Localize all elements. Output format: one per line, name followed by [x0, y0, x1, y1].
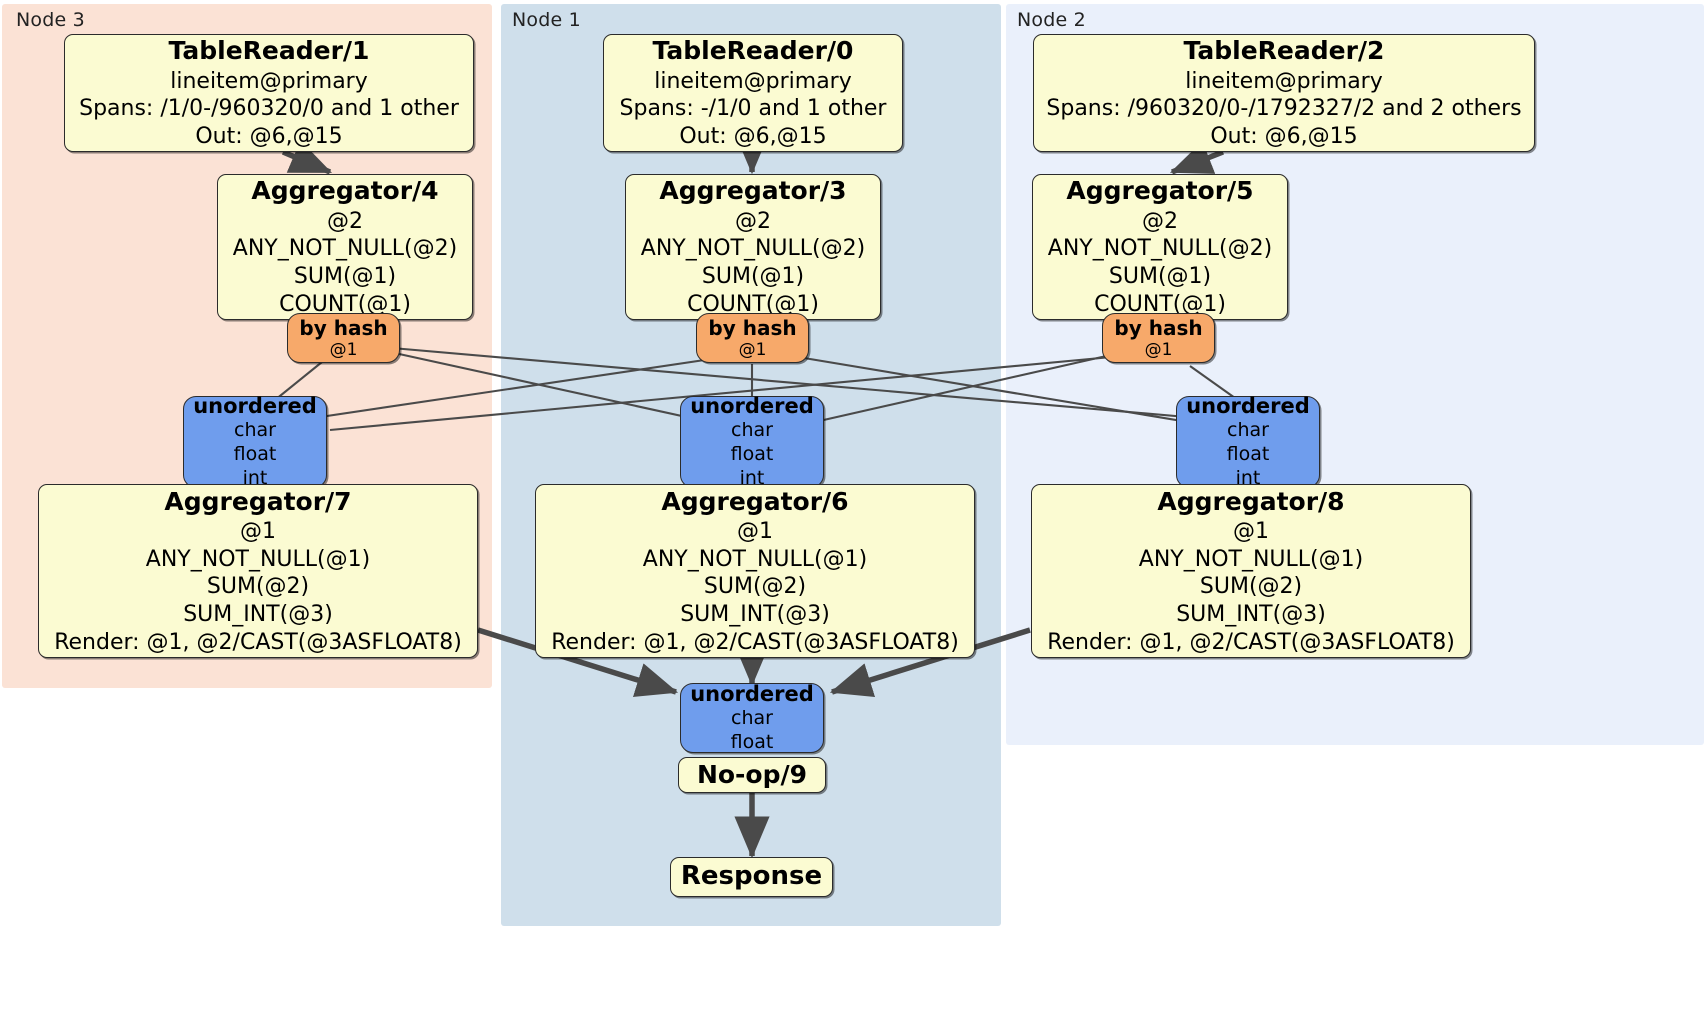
processor-line: SUM(@2): [206, 574, 310, 600]
processor-line: ANY_NOT_NULL(@2): [1047, 236, 1273, 262]
processor-tablereader-2[interactable]: TableReader/2 lineitem@primary Spans: /9…: [1033, 34, 1535, 152]
processor-line: SUM(@1): [293, 264, 397, 290]
processor-aggregator-4[interactable]: Aggregator/4 @2 ANY_NOT_NULL(@2) SUM(@1)…: [217, 174, 473, 320]
processor-line: SUM_INT(@3): [1176, 601, 1326, 627]
processor-line: COUNT(@1): [279, 291, 411, 317]
processor-line: SUM(@1): [701, 264, 805, 290]
router-title: by hash: [299, 315, 388, 340]
processor-line: Render: @1, @2/CAST(@3ASFLOAT8): [54, 629, 462, 655]
stream-line: int: [1235, 466, 1261, 489]
processor-aggregator-8[interactable]: Aggregator/8 @1 ANY_NOT_NULL(@1) SUM(@2)…: [1031, 484, 1471, 658]
processor-aggregator-6[interactable]: Aggregator/6 @1 ANY_NOT_NULL(@1) SUM(@2)…: [535, 484, 975, 658]
stream-line: char: [731, 707, 773, 730]
stream-unordered-right[interactable]: unordered char float int: [1176, 393, 1320, 489]
stream-line: char: [234, 419, 276, 442]
processor-line: SUM_INT(@3): [680, 601, 830, 627]
processor-tablereader-0[interactable]: TableReader/0 lineitem@primary Spans: -/…: [603, 34, 903, 152]
processor-aggregator-3[interactable]: Aggregator/3 @2 ANY_NOT_NULL(@2) SUM(@1)…: [625, 174, 881, 320]
processor-title: Aggregator/3: [659, 176, 847, 206]
processor-line: @1: [737, 518, 773, 544]
processor-line: lineitem@primary: [654, 68, 852, 94]
processor-title: TableReader/0: [652, 36, 854, 66]
processor-line: SUM(@2): [703, 574, 807, 600]
stream-line: float: [233, 443, 277, 466]
processor-aggregator-5[interactable]: Aggregator/5 @2 ANY_NOT_NULL(@2) SUM(@1)…: [1032, 174, 1288, 320]
stream-title: unordered: [193, 393, 317, 418]
processor-line: SUM(@2): [1199, 574, 1303, 600]
processor-line: SUM(@1): [1108, 264, 1212, 290]
processor-line: COUNT(@1): [1094, 291, 1226, 317]
processor-line: SUM_INT(@3): [183, 601, 333, 627]
processor-title: Aggregator/7: [164, 486, 352, 516]
processor-line: @1: [1233, 518, 1269, 544]
processor-noop-9[interactable]: No-op/9: [678, 757, 826, 793]
node-panel-label-node1: Node 1: [512, 9, 581, 31]
stream-line: float: [1226, 443, 1270, 466]
processor-aggregator-7[interactable]: Aggregator/7 @1 ANY_NOT_NULL(@1) SUM(@2)…: [38, 484, 478, 658]
stream-line: char: [1227, 419, 1269, 442]
processor-line: Spans: /960320/0-/1792327/2 and 2 others: [1046, 96, 1522, 122]
processor-line: @2: [1142, 208, 1178, 234]
router-title: by hash: [708, 315, 797, 340]
processor-line: Spans: /1/0-/960320/0 and 1 other: [79, 96, 459, 122]
processor-line: @2: [735, 208, 771, 234]
processor-line: ANY_NOT_NULL(@2): [640, 236, 866, 262]
processor-title: Response: [680, 861, 823, 892]
stream-unordered-middle[interactable]: unordered char float int: [680, 393, 824, 489]
processor-title: Aggregator/8: [1157, 486, 1345, 516]
router-title: by hash: [1114, 315, 1203, 340]
router-line: @1: [1144, 339, 1173, 360]
processor-line: ANY_NOT_NULL(@2): [232, 236, 458, 262]
stream-line: int: [739, 466, 765, 489]
processor-title: Aggregator/5: [1066, 176, 1254, 206]
processor-line: Out: @6,@15: [195, 123, 343, 149]
processor-line: Out: @6,@15: [1210, 123, 1358, 149]
processor-line: ANY_NOT_NULL(@1): [1138, 546, 1364, 572]
stream-unordered-final[interactable]: unordered char float: [680, 681, 824, 753]
stream-unordered-left[interactable]: unordered char float int: [183, 393, 327, 489]
stream-title: unordered: [690, 393, 814, 418]
stream-line: int: [242, 466, 268, 489]
processor-line: Render: @1, @2/CAST(@3ASFLOAT8): [1047, 629, 1455, 655]
stream-title: unordered: [690, 681, 814, 706]
processor-line: lineitem@primary: [1185, 68, 1383, 94]
router-line: @1: [738, 339, 767, 360]
processor-line: Spans: -/1/0 and 1 other: [619, 96, 887, 122]
stream-line: float: [730, 443, 774, 466]
processor-line: Out: @6,@15: [679, 123, 827, 149]
processor-title: TableReader/1: [168, 36, 370, 66]
processor-line: @1: [240, 518, 276, 544]
processor-tablereader-1[interactable]: TableReader/1 lineitem@primary Spans: /1…: [64, 34, 474, 152]
node-panel-label-node2: Node 2: [1017, 9, 1086, 31]
processor-line: COUNT(@1): [687, 291, 819, 317]
processor-title: No-op/9: [696, 759, 808, 789]
processor-line: ANY_NOT_NULL(@1): [642, 546, 868, 572]
router-by-hash-middle[interactable]: by hash @1: [696, 313, 809, 363]
stream-title: unordered: [1186, 393, 1310, 418]
processor-title: Aggregator/4: [251, 176, 439, 206]
processor-line: @2: [327, 208, 363, 234]
stream-line: float: [730, 730, 774, 753]
stream-line: char: [731, 419, 773, 442]
processor-line: Render: @1, @2/CAST(@3ASFLOAT8): [551, 629, 959, 655]
processor-title: Aggregator/6: [661, 486, 849, 516]
router-by-hash-right[interactable]: by hash @1: [1102, 313, 1215, 363]
router-by-hash-left[interactable]: by hash @1: [287, 313, 400, 363]
processor-line: lineitem@primary: [170, 68, 368, 94]
router-line: @1: [329, 339, 358, 360]
node-panel-label-node3: Node 3: [16, 9, 85, 31]
processor-title: TableReader/2: [1183, 36, 1385, 66]
processor-line: ANY_NOT_NULL(@1): [145, 546, 371, 572]
processor-response[interactable]: Response: [670, 857, 833, 897]
